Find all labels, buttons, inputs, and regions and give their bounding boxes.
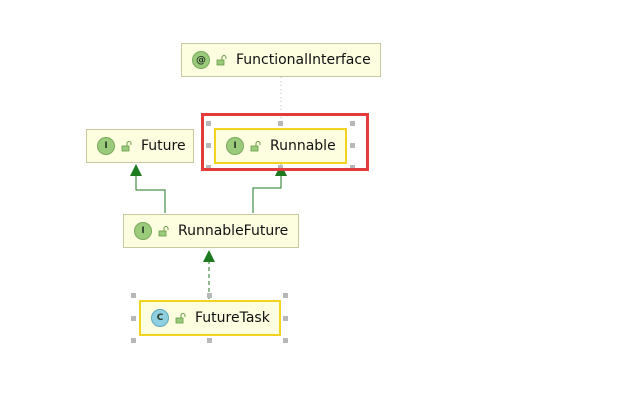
node-label: RunnableFuture — [178, 223, 289, 239]
selection-handle[interactable] — [350, 121, 355, 126]
selection-handle[interactable] — [206, 143, 211, 148]
interface-badge-icon: I — [226, 137, 244, 155]
selection-handle[interactable] — [350, 165, 355, 170]
extends-edge-runnable — [252, 172, 282, 213]
extends-arrowhead-future — [130, 164, 142, 176]
node-label: Future — [141, 138, 186, 154]
node-runnable[interactable]: I Runnable — [214, 128, 347, 164]
annotation-badge-icon: @ — [192, 51, 210, 69]
highlight-box — [201, 113, 369, 171]
selection-handle[interactable] — [131, 316, 136, 321]
selection-handle[interactable] — [283, 316, 288, 321]
node-label: FutureTask — [195, 310, 270, 326]
selection-handle[interactable] — [283, 338, 288, 343]
unlocked-icon — [250, 141, 261, 152]
selection-handle[interactable] — [206, 165, 211, 170]
class-badge-icon: C — [151, 309, 169, 327]
unlocked-icon — [216, 55, 227, 66]
selection-handle[interactable] — [207, 293, 212, 298]
selection-handle[interactable] — [131, 338, 136, 343]
selection-handle[interactable] — [278, 121, 283, 126]
interface-badge-icon: I — [97, 137, 115, 155]
node-future[interactable]: I Future — [86, 129, 194, 163]
implements-arrowhead — [203, 250, 215, 262]
selection-handle[interactable] — [350, 143, 355, 148]
unlocked-icon — [175, 313, 186, 324]
interface-badge-icon: I — [134, 222, 152, 240]
node-runnable-future[interactable]: I RunnableFuture — [123, 214, 299, 248]
node-future-task[interactable]: C FutureTask — [139, 300, 281, 336]
node-label: FunctionalInterface — [236, 52, 371, 68]
selection-handle[interactable] — [278, 165, 283, 170]
selection-handle[interactable] — [283, 293, 288, 298]
node-label: Runnable — [270, 138, 336, 154]
selection-handle[interactable] — [131, 293, 136, 298]
extends-edge-future — [135, 172, 166, 213]
selection-handle[interactable] — [207, 338, 212, 343]
node-functional-interface[interactable]: @ FunctionalInterface — [181, 43, 381, 77]
unlocked-icon — [158, 226, 169, 237]
selection-handle[interactable] — [206, 121, 211, 126]
unlocked-icon — [121, 141, 132, 152]
